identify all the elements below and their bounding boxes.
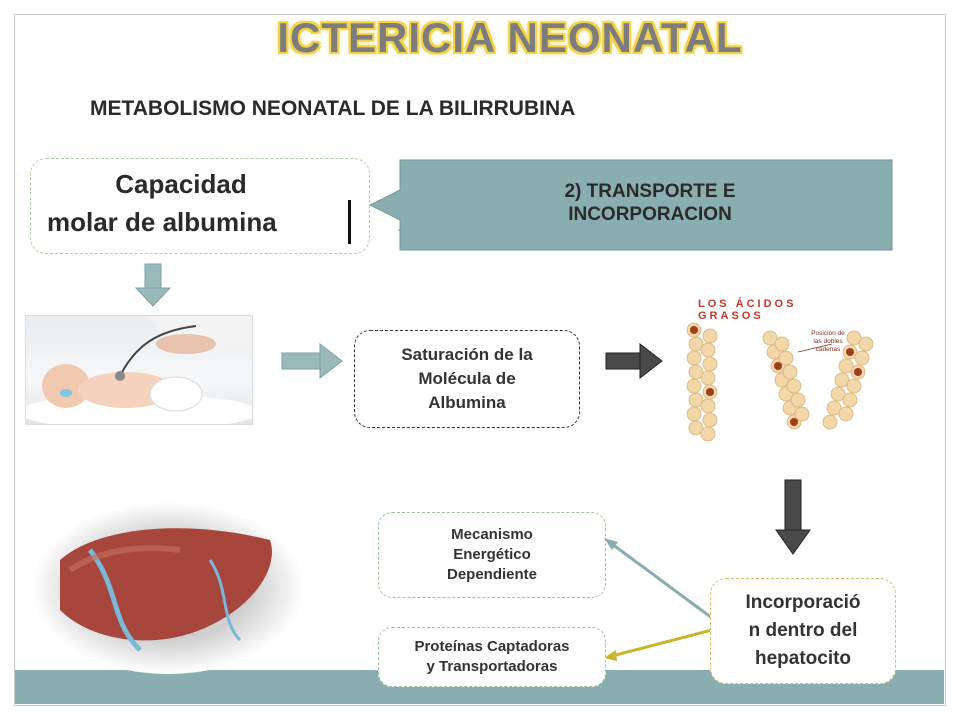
mechanism-box: Mecanismo Energético Dependiente — [378, 512, 606, 598]
proteins-box: Proteínas Captadoras y Transportadoras — [378, 627, 606, 687]
dark-down-arrow-icon — [775, 479, 811, 555]
saturation-box: Saturación de la Molécula de Albumina — [354, 330, 580, 428]
right-arrow-icon — [281, 342, 343, 380]
capacity-box: Capacidad molar de albumina — [30, 158, 370, 254]
incorporation-text: Incorporació n dentro del hepatocito — [711, 589, 895, 673]
transport-callout — [368, 159, 893, 251]
fatty-label-line2: las dobles — [813, 338, 843, 345]
incorporation-line1: Incorporació — [745, 592, 861, 613]
mechanism-line2: Energético — [453, 546, 531, 563]
slide-title: ICTERICIA NEONATAL — [277, 14, 743, 61]
mechanism-line1: Mecanismo — [451, 526, 533, 543]
down-arrow-icon — [134, 263, 172, 307]
incorporation-line2: n dentro del — [748, 620, 858, 641]
mechanism-line3: Dependiente — [446, 566, 537, 583]
capacity-line2: molar de albumina — [47, 207, 277, 237]
connector-to-mechanism — [611, 542, 713, 620]
fatty-label-line3: cadenas — [815, 346, 841, 353]
transport-line1: 2) TRANSPORTE E — [564, 181, 736, 202]
transport-text: 2) TRANSPORTE E INCORPORACION — [460, 180, 840, 226]
decrease-arrow-icon — [348, 200, 351, 244]
connector-to-proteins — [611, 628, 713, 658]
fatty-acids-illustration — [686, 322, 874, 442]
mechanism-text: Mecanismo Energético Dependiente — [379, 525, 605, 585]
liver-image — [32, 502, 304, 674]
fatty-label-line1: Posición de — [811, 330, 845, 337]
connector-mechanism-arrowhead — [604, 538, 618, 550]
proteins-line2: y Transportadoras — [426, 658, 558, 675]
saturation-line1: Saturación de la — [401, 345, 533, 364]
slide-subtitle: METABOLISMO NEONATAL DE LA BILIRRUBINA — [90, 97, 576, 120]
baby-photo — [25, 315, 253, 425]
dark-right-arrow-icon — [605, 342, 663, 380]
baby-illustration — [26, 316, 252, 424]
incorporation-line3: hepatocito — [754, 648, 852, 669]
saturation-line3: Albumina — [428, 393, 506, 412]
fatty-acids-label: Posición de las dobles cadenas — [798, 330, 858, 354]
proteins-line1: Proteínas Captadoras — [414, 638, 570, 655]
connector-proteins-arrowhead — [604, 650, 617, 661]
saturation-line2: Molécula de — [418, 369, 516, 388]
fatty-acids-title: LOS ÁCIDOS GRASOS — [698, 298, 797, 322]
incorporation-box: Incorporació n dentro del hepatocito — [710, 578, 896, 684]
transport-line2: INCORPORACION — [568, 204, 732, 225]
capacity-line1: Capacidad — [115, 169, 247, 199]
proteins-text: Proteínas Captadoras y Transportadoras — [379, 637, 605, 677]
saturation-text: Saturación de la Molécula de Albumina — [355, 343, 579, 415]
